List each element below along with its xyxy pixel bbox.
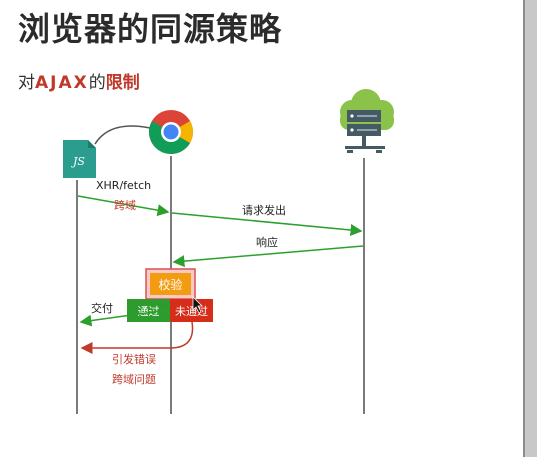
deliver-arrow [79, 309, 169, 327]
xhr-arrow [77, 195, 170, 217]
page-subtitle: 对AJAX的限制 [18, 68, 140, 93]
page-title: 浏览器的同源策略 [18, 10, 283, 48]
error-arrow [80, 321, 194, 354]
pass-box [127, 299, 170, 322]
fail-box [170, 299, 213, 322]
js-browser-connector [94, 125, 151, 145]
request-sent-label: 请求发出 [242, 203, 286, 217]
subtitle-middle: 的 [88, 73, 106, 93]
chrome-browser-icon [149, 110, 193, 154]
pass-label: 通过 [138, 305, 160, 318]
xhr-fetch-label: XHR/fetch [96, 179, 151, 192]
deliver-label: 交付 [91, 301, 113, 315]
javascript-file-icon: JS [63, 140, 96, 178]
subtitle-prefix: 对 [18, 73, 35, 93]
response-arrow [172, 245, 364, 268]
verify-label: 校验 [158, 277, 182, 292]
subtitle-ajax: AJAX [35, 73, 89, 93]
subtitle-limit: 限制 [105, 73, 140, 93]
fail-label: 未通过 [175, 305, 208, 318]
response-label: 响应 [256, 235, 278, 249]
server-cloud-icon [340, 89, 394, 153]
cors-problem-label: 跨域问题 [112, 373, 156, 386]
mouse-cursor-icon [192, 296, 203, 314]
error-label: 引发错误 [112, 352, 156, 366]
js-badge-text: JS [71, 155, 85, 168]
window-right-border [523, 0, 537, 457]
verify-box [150, 273, 191, 295]
cross-origin-label: 跨域 [114, 199, 136, 212]
request-arrow [171, 212, 363, 236]
